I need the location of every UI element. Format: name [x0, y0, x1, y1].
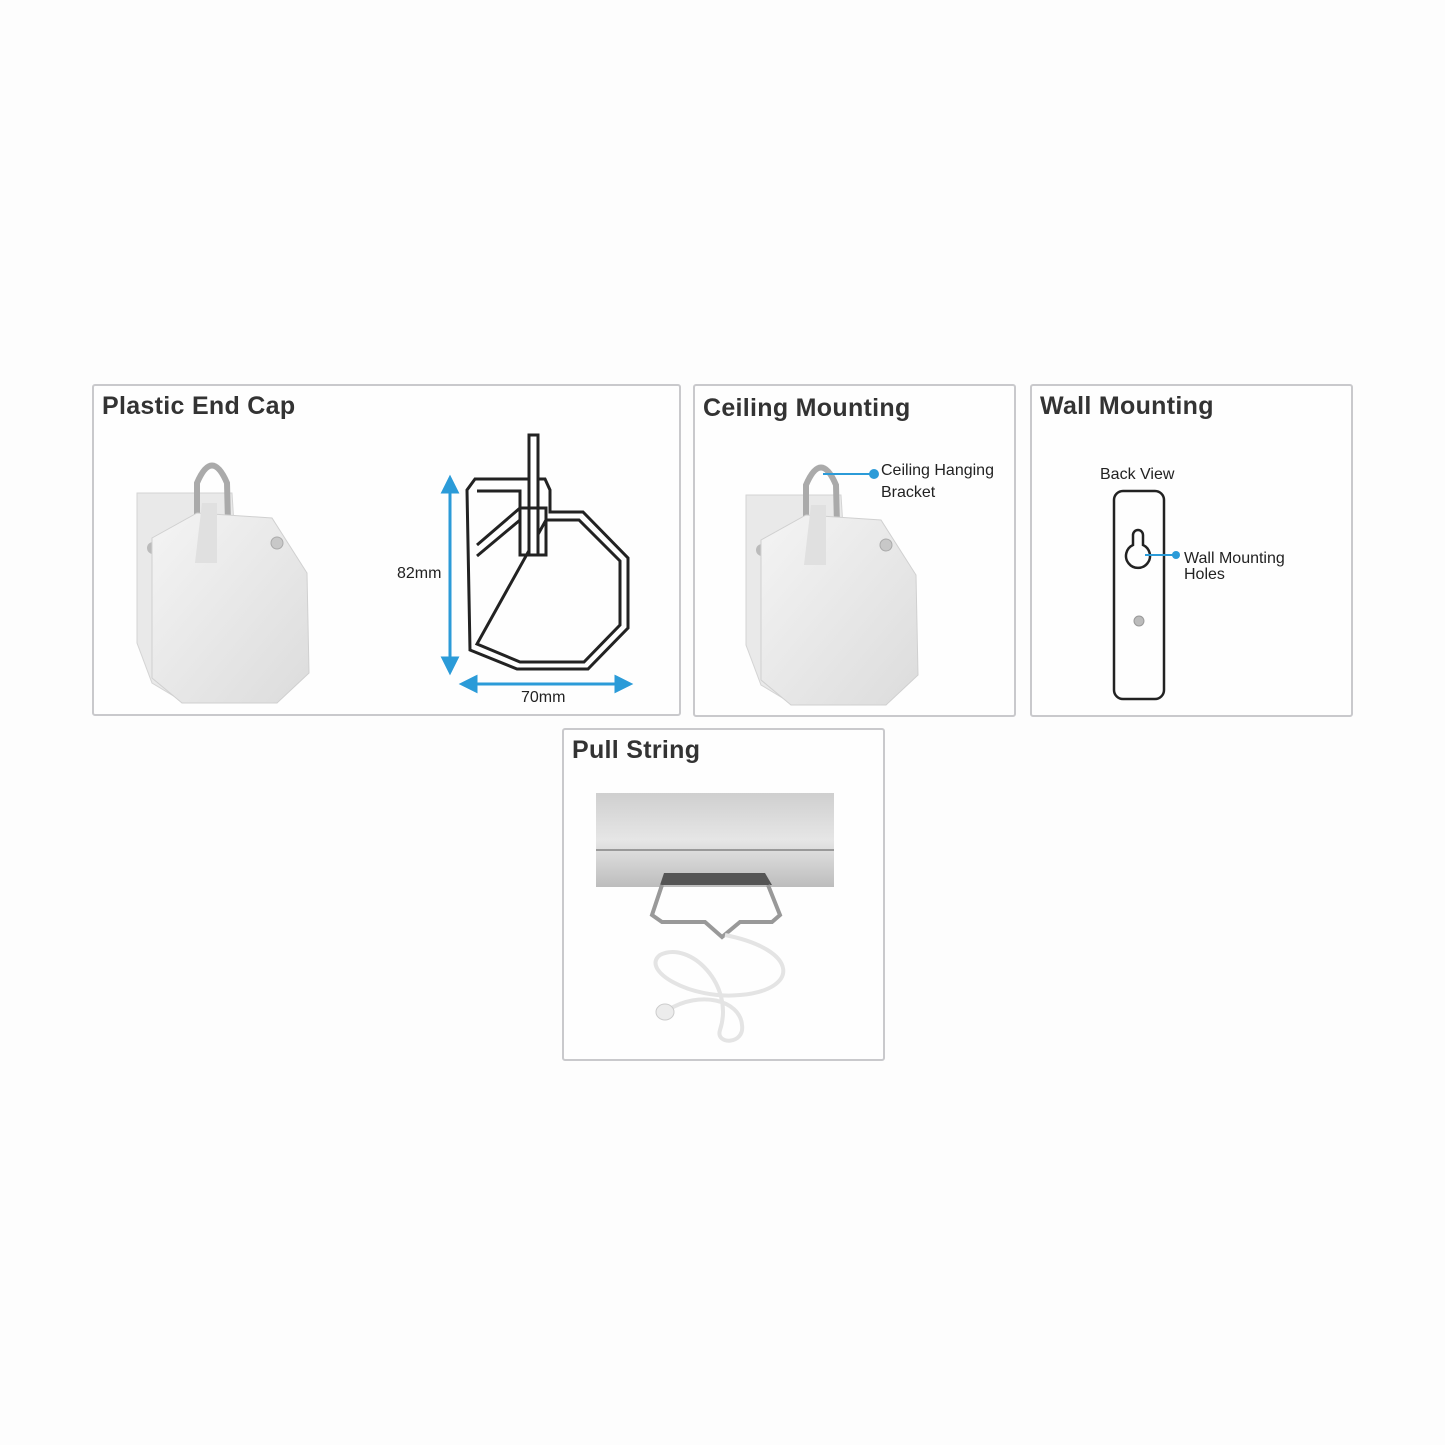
panel-wall-mounting: Wall Mounting: [1030, 384, 1353, 717]
wall-callout: [1145, 551, 1180, 559]
callout-label: Bracket: [881, 484, 936, 501]
ceiling-end-cap-photo: [746, 468, 918, 706]
panel-title: Pull String: [572, 736, 701, 764]
pull-string-photo: [596, 793, 834, 1043]
panel-title: Plastic End Cap: [102, 392, 296, 420]
height-dimension-label: 82mm: [397, 565, 441, 582]
wall-bracket-back-view: [1112, 489, 1166, 701]
end-cap-photo: [137, 466, 309, 704]
callout-label: Wall Mounting: [1184, 550, 1285, 567]
panel-title: Wall Mounting: [1040, 392, 1214, 420]
back-view-label: Back View: [1100, 466, 1175, 483]
width-dimension-label: 70mm: [521, 689, 565, 706]
dimension-arrows: [440, 474, 634, 694]
callout-label: Ceiling Hanging: [881, 462, 994, 479]
ceiling-callout: [823, 469, 879, 479]
panel-title: Ceiling Mounting: [703, 394, 911, 422]
end-cap-line-drawing: [465, 433, 630, 671]
callout-label: Holes: [1184, 566, 1225, 583]
